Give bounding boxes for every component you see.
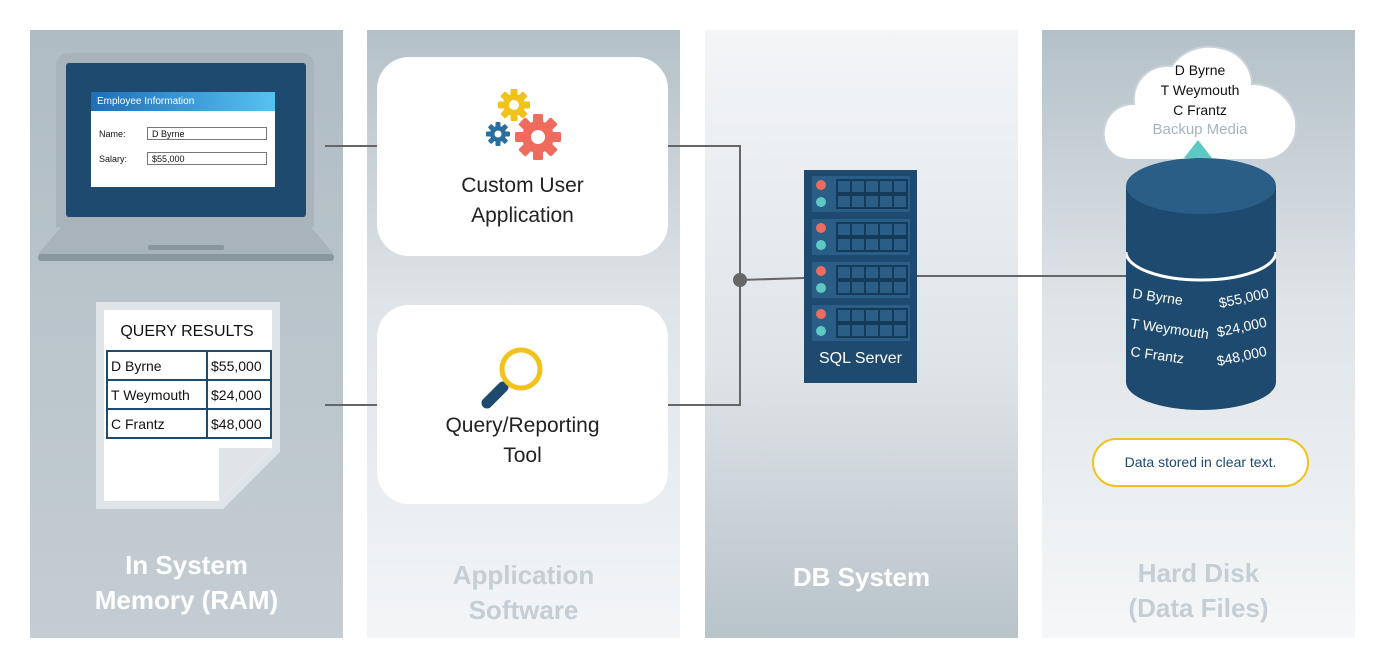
- cell-name: C Frantz: [106, 408, 208, 439]
- cloud-icon: [1102, 45, 1298, 161]
- name-label: Name:: [99, 129, 126, 139]
- query-results-title: QUERY RESULTS: [120, 323, 254, 340]
- server-rack-icon: [812, 176, 910, 341]
- title-line: Application: [452, 560, 595, 590]
- label-line: Custom User: [461, 174, 584, 197]
- sql-server: [804, 170, 917, 383]
- column-title-ram: In System Memory (RAM): [30, 548, 343, 618]
- window-titlebar: Employee Information: [91, 92, 275, 111]
- cell-value: $48,000: [206, 408, 272, 439]
- sql-server-label: SQL Server: [819, 350, 902, 367]
- employee-information-window: Employee Information Name: D Byrne Salar…: [91, 92, 275, 187]
- cell-name: D Byrne: [106, 350, 208, 381]
- label-line: Query/Reporting: [445, 414, 600, 437]
- salary-field[interactable]: $55,000: [147, 152, 267, 165]
- clear-text-callout: Data stored in clear text.: [1092, 438, 1309, 487]
- label-line: Tool: [503, 444, 542, 467]
- table-row: T Weymouth $24,000: [106, 379, 272, 410]
- cell-value: $55,000: [206, 350, 272, 381]
- cell-name: T Weymouth: [106, 379, 208, 410]
- name-field[interactable]: D Byrne: [147, 127, 267, 140]
- table-row: D Byrne $55,000: [106, 350, 272, 381]
- table-row: C Frantz $48,000: [106, 408, 272, 439]
- column-title-db: DB System: [792, 562, 931, 592]
- query-reporting-tool-card: Query/Reporting Tool: [377, 305, 668, 504]
- query-results-table: D Byrne $55,000 T Weymouth $24,000 C Fra…: [106, 350, 272, 439]
- column-title-hard-disk: Hard Disk (Data Files): [1042, 556, 1355, 626]
- custom-user-application-label: Custom User Application: [377, 171, 668, 231]
- custom-user-application-card: Custom User Application: [377, 57, 668, 256]
- database-cylinder-icon: D Byrne $55,000 T Weymouth $24,000 C Fra…: [1126, 158, 1276, 410]
- title-line: Memory (RAM): [94, 585, 279, 615]
- backup-media: D Byrne T Weymouth C Frantz Backup Media: [1102, 60, 1298, 140]
- salary-label: Salary:: [99, 154, 128, 164]
- disk-row-name: D Byrne: [1132, 285, 1185, 308]
- cell-value: $24,000: [206, 379, 272, 410]
- backup-name: C Frantz: [1173, 102, 1227, 118]
- query-reporting-tool-label: Query/Reporting Tool: [377, 411, 668, 471]
- title-line: (Data Files): [1128, 593, 1269, 623]
- column-title-application: Application Software: [367, 558, 680, 628]
- backup-name: T Weymouth: [1160, 82, 1240, 98]
- laptop-base: [38, 226, 334, 261]
- title-line: Hard Disk: [1137, 558, 1260, 588]
- title-line: Software: [468, 595, 579, 625]
- title-line: In System: [125, 550, 248, 580]
- gears-icon: [486, 89, 561, 160]
- label-line: Application: [471, 204, 574, 227]
- backup-name: D Byrne: [1174, 62, 1226, 78]
- backup-media-label: Backup Media: [1152, 121, 1248, 138]
- magnifier-icon: [481, 347, 543, 409]
- disk-row-name: C Frantz: [1130, 343, 1185, 366]
